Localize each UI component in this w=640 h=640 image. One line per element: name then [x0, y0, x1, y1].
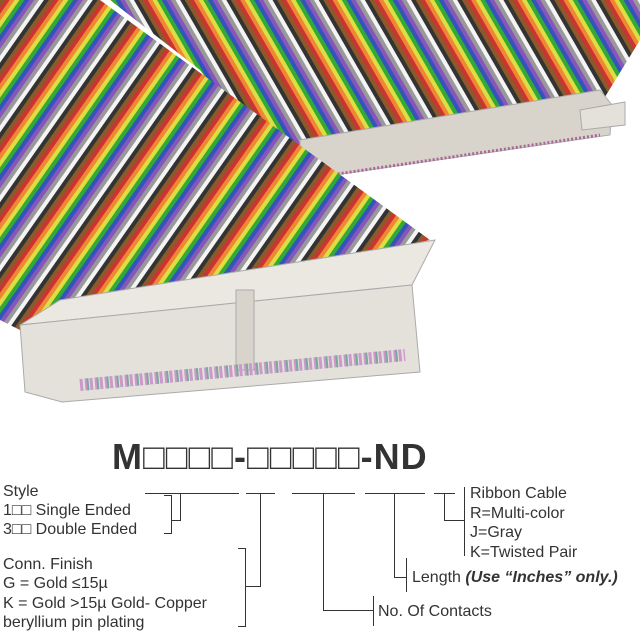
finish-title: Conn. Finish — [3, 556, 93, 573]
style-title: Style — [3, 483, 39, 500]
length-label: Length (Use “Inches” only.) — [412, 568, 618, 587]
left-connector — [19, 239, 436, 403]
part-number-template: M□□□□-□□□□□-ND — [112, 436, 428, 477]
ribbon-option-k: K=Twisted Pair — [470, 544, 578, 561]
ribbon-option-r: R=Multi-color — [470, 505, 565, 522]
ribbon-cable-photo — [0, 0, 640, 403]
style-option-double: 3□□ Double Ended — [3, 521, 138, 538]
finish-option-k-cont: beryllium pin plating — [3, 614, 145, 631]
style-option-single: 1□□ Single Ended — [3, 502, 131, 519]
finish-option-k: K = Gold >15µ Gold- Copper — [3, 595, 207, 612]
finish-option-g: G = Gold ≤15µ — [3, 575, 108, 592]
length-text: Length — [412, 569, 461, 586]
length-note: (Use “Inches” only.) — [465, 569, 618, 586]
contacts-label: No. Of Contacts — [378, 603, 492, 620]
ribbon-title: Ribbon Cable — [470, 485, 567, 502]
left-ribbon-cable — [0, 0, 430, 330]
ribbon-option-j: J=Gray — [470, 524, 523, 541]
